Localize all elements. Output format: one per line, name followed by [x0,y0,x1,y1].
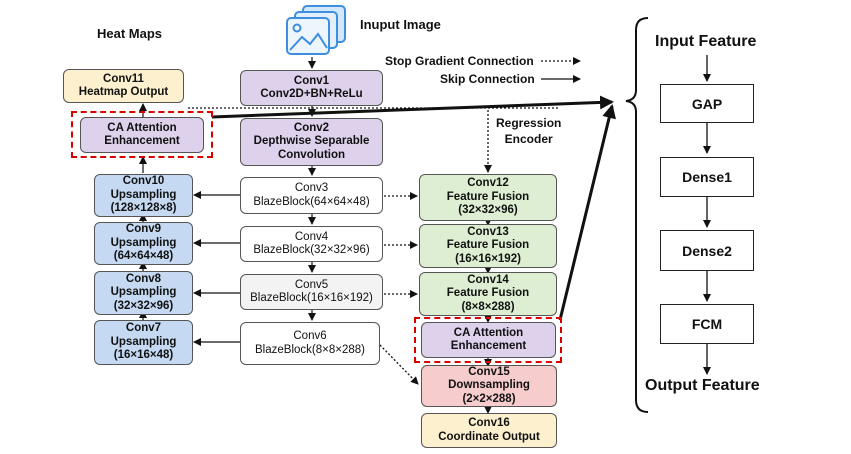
regression-label-line1: Regression [496,116,562,130]
conv9-block: Conv9 Upsampling (64×64×48) [94,222,193,265]
block-line: Downsampling [448,379,530,392]
output-feature-label: Output Feature [645,377,760,394]
block-line: Heatmap Output [78,86,169,98]
conv1-block: Conv1 Conv2D+BN+ReLu [240,70,383,106]
block-line: Upsampling [110,188,177,201]
conv4-block: Conv4 BlazeBlock(32×32×96) [240,226,383,262]
skip-connection-legend-label: Skip Connection [440,72,535,86]
block-line: Feature Fusion [446,190,530,203]
ca-left-highlight [71,111,213,158]
block-title: Conv14 [467,273,509,286]
block-line: BlazeBlock(16×16×192) [250,292,373,304]
block-title: Conv15 [468,365,510,378]
conv5-block: Conv5 BlazeBlock(16×16×192) [240,274,383,310]
gap-block: GAP [660,84,754,123]
block-line: Feature Fusion [446,287,530,300]
block-line: Feature Fusion [446,239,530,252]
heat-maps-label: Heat Maps [97,26,163,41]
dense1-block: Dense1 [660,157,754,197]
block-line: BlazeBlock(8×8×288) [255,343,365,356]
conv11-block: Conv11 Heatmap Output [63,69,184,103]
block-dims: (8×8×288) [461,300,515,313]
conv8-block: Conv8 Upsampling (32×32×96) [94,271,193,315]
dense2-block: Dense2 [660,230,754,271]
block-line: Coordinate Output [438,430,540,443]
block-line: Upsampling [110,286,177,299]
block-title: Conv11 [103,72,144,85]
conv13-block: Conv13 Feature Fusion (16×16×192) [419,224,557,268]
block-dims: (2×2×288) [462,392,516,405]
block-line: Conv2D+BN+ReLu [260,88,363,100]
block-title: Conv9 [125,223,162,236]
block-line: Enhancement [450,340,527,352]
block-title: CA Attention [107,121,177,134]
block-title: Conv13 [467,225,509,238]
block-title: Conv12 [467,177,509,190]
block-dims: (32×32×96) [113,299,174,312]
block-line: Upsampling [110,335,177,348]
conv6-block: Conv6 BlazeBlock(8×8×288) [240,322,380,365]
block-dims: (16×16×192) [455,252,521,265]
image-stack-icon [283,4,351,56]
block-line: Enhancement [104,135,180,147]
block-dims: (128×128×8) [110,202,177,215]
conv2-block: Conv2 Depthwise Separable Convolution [240,118,383,166]
regression-encoder-label: Regression Encoder [496,115,561,147]
conv3-block: Conv3 BlazeBlock(64×64×48) [240,177,383,214]
conv14-block: Conv14 Feature Fusion (8×8×288) [419,272,557,316]
block-title: Conv5 [294,278,329,291]
block-title: Conv4 [294,230,329,243]
conv12-block: Conv12 Feature Fusion (32×32×96) [419,174,557,221]
ca-right-highlight [414,317,562,363]
conv15-block: Conv15 Downsampling (2×2×288) [421,365,557,407]
input-image-label: Inuput Image [360,17,441,32]
block-title: CA Attention [453,326,524,339]
ca-attention-right-block: CA Attention Enhancement [421,322,556,358]
fcm-block: FCM [660,304,754,344]
conv16-block: Conv16 Coordinate Output [421,413,557,448]
block-line: BlazeBlock(32×32×96) [253,244,370,256]
block-dims: (16×16×48) [113,349,174,362]
regression-label-line2: Encoder [504,132,553,146]
block-dims: (32×32×96) [458,204,518,217]
ca-attention-left-block: CA Attention Enhancement [80,117,204,153]
block-line: Upsampling [110,236,177,249]
input-feature-label: Input Feature [655,33,757,50]
block-title: Conv6 [293,330,327,342]
block-title: Conv1 [293,74,330,87]
stop-gradient-legend-label: Stop Gradient Connection [385,54,534,68]
block-title: Conv8 [125,272,162,285]
block-title: Conv3 [294,182,329,194]
block-title: Conv10 [122,175,165,188]
conv7-block: Conv7 Upsampling (16×16×48) [94,320,193,365]
block-line: BlazeBlock(64×64×48) [253,195,370,208]
block-dims: (64×64×48) [113,250,174,263]
block-title: Conv16 [468,417,510,429]
block-title: Conv2 [293,121,330,134]
block-title: Conv7 [125,322,162,335]
block-line: Depthwise Separable [253,135,370,148]
conv10-block: Conv10 Upsampling (128×128×8) [94,174,193,217]
block-line-2: Convolution [277,148,346,161]
